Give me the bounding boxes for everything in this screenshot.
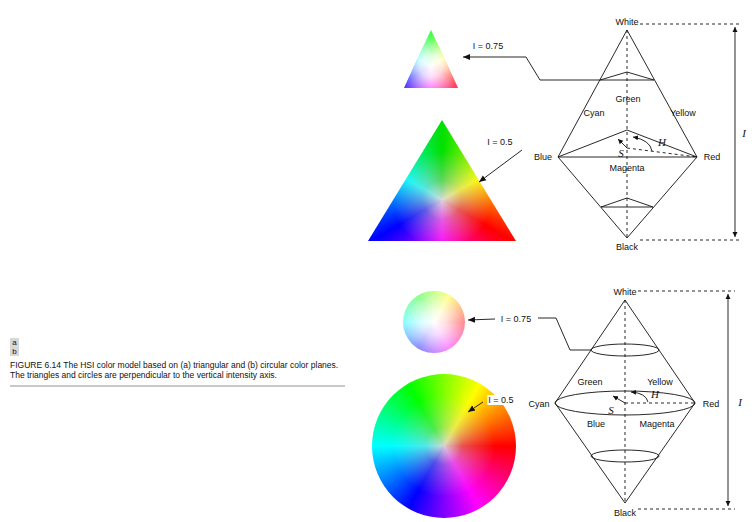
axis-label: Magenta [608,163,645,173]
axis-label: H [650,389,660,399]
axis-label: I = 0.5 [486,137,513,147]
axis-label: White [612,287,637,297]
axis-label: S [617,148,625,158]
axis-label: I [737,397,743,407]
axis-label: Yellow [646,377,674,387]
axis-label: Magenta [638,419,675,429]
axis-label: Blue [533,152,553,162]
axis-label: Green [576,377,603,387]
axis-label: Green [614,94,641,104]
axis-label: White [614,17,639,27]
panel-letter: a [10,338,19,347]
color-circle-small [403,291,465,353]
axis-label: Yellow [669,108,697,118]
axis-label: Red [703,152,722,162]
panel-letter: b [10,347,19,356]
axis-label: Cyan [582,108,605,118]
axis-label: S [607,405,615,415]
axis-label: Blue [586,419,606,429]
axis-label: I = 0.5 [487,395,514,405]
axis-label: Red [702,399,721,409]
color-triangle-small [404,30,458,88]
axis-label: H [657,137,667,147]
axis-label: Black [613,508,637,518]
axis-label: Cyan [527,399,550,409]
axis-label: I = 0.75 [472,41,504,51]
axis-label: I = 0.75 [500,314,532,324]
axis-label: I [741,128,747,138]
axis-label: Black [615,242,639,252]
figure-caption: FIGURE 6.14 The HSI color model based on… [10,360,345,380]
